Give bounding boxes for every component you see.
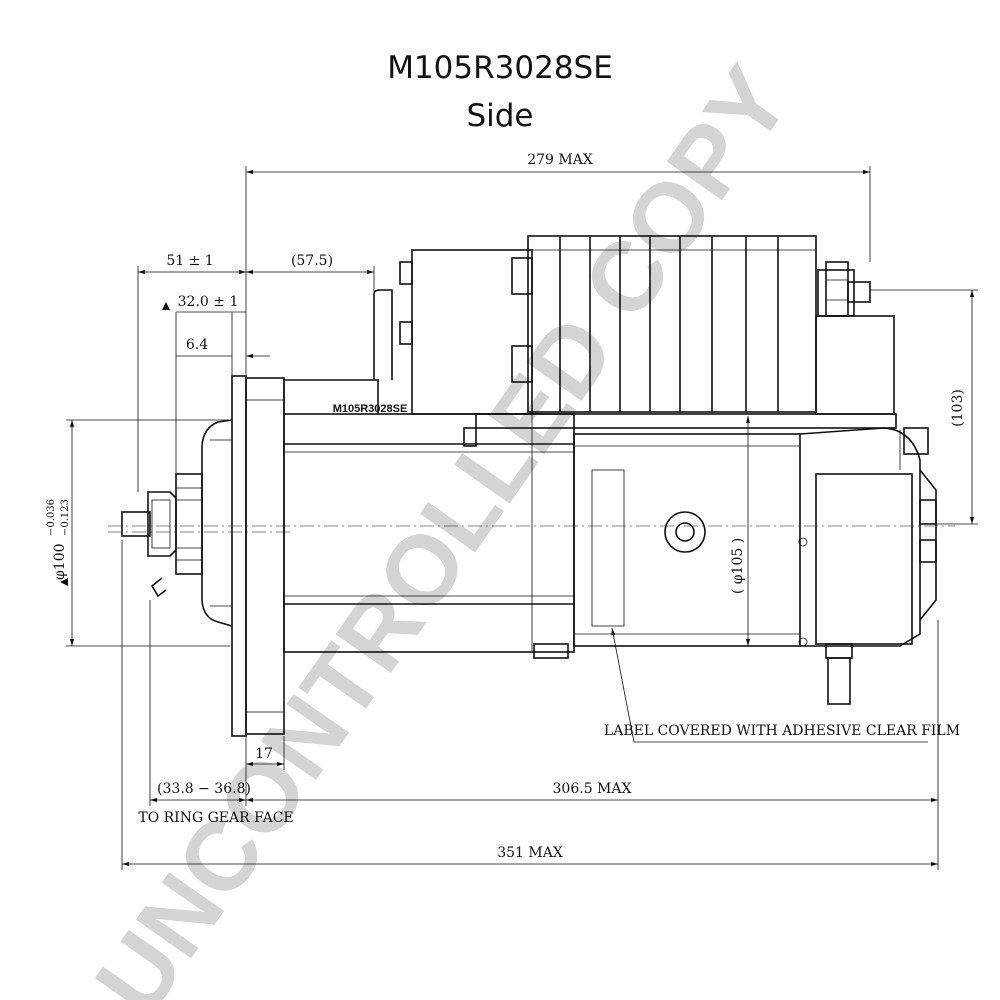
dim-housing-dia: ( φ105 ) xyxy=(730,538,746,594)
dim-pinion-step: 6.4 xyxy=(186,337,208,353)
dim-flange-thickness: 17 xyxy=(255,746,273,762)
dim-flange-offset: 51 ± 1 xyxy=(166,253,213,269)
watermark: UNCONTROLLED COPY xyxy=(74,47,811,1000)
label-note: LABEL COVERED WITH ADHESIVE CLEAR FILM xyxy=(604,723,960,739)
dim-pilot-dia: φ100 −0.036 −0.123 xyxy=(46,499,71,580)
drawing-view-label: Side xyxy=(466,98,534,134)
drawing-title: M105R3028SE xyxy=(387,50,613,86)
dim-ring-gear-note: TO RING GEAR FACE xyxy=(138,810,293,826)
dim-pilot-dia-main: φ100 xyxy=(52,543,68,580)
solenoid-fins xyxy=(559,236,779,412)
dim-pilot-tol-upper: −0.036 xyxy=(46,499,57,536)
dim-height-103: (103) xyxy=(950,389,966,427)
dim-length-351: 351 MAX xyxy=(497,845,563,861)
body-part-label: M105R3028SE xyxy=(333,403,408,415)
dimension-lines xyxy=(60,166,978,870)
starter-outline xyxy=(121,235,937,737)
dim-ring-gear-range: (33.8 − 36.8) xyxy=(157,781,251,797)
dim-overall-top: 279 MAX xyxy=(527,152,593,168)
dim-pinion-length: 32.0 ± 1 xyxy=(178,294,239,310)
dim-length-306: 306.5 MAX xyxy=(553,781,632,797)
dim-pilot-tol-lower: −0.123 xyxy=(60,499,71,536)
dim-pinion-to-flange: (57.5) xyxy=(291,253,333,269)
